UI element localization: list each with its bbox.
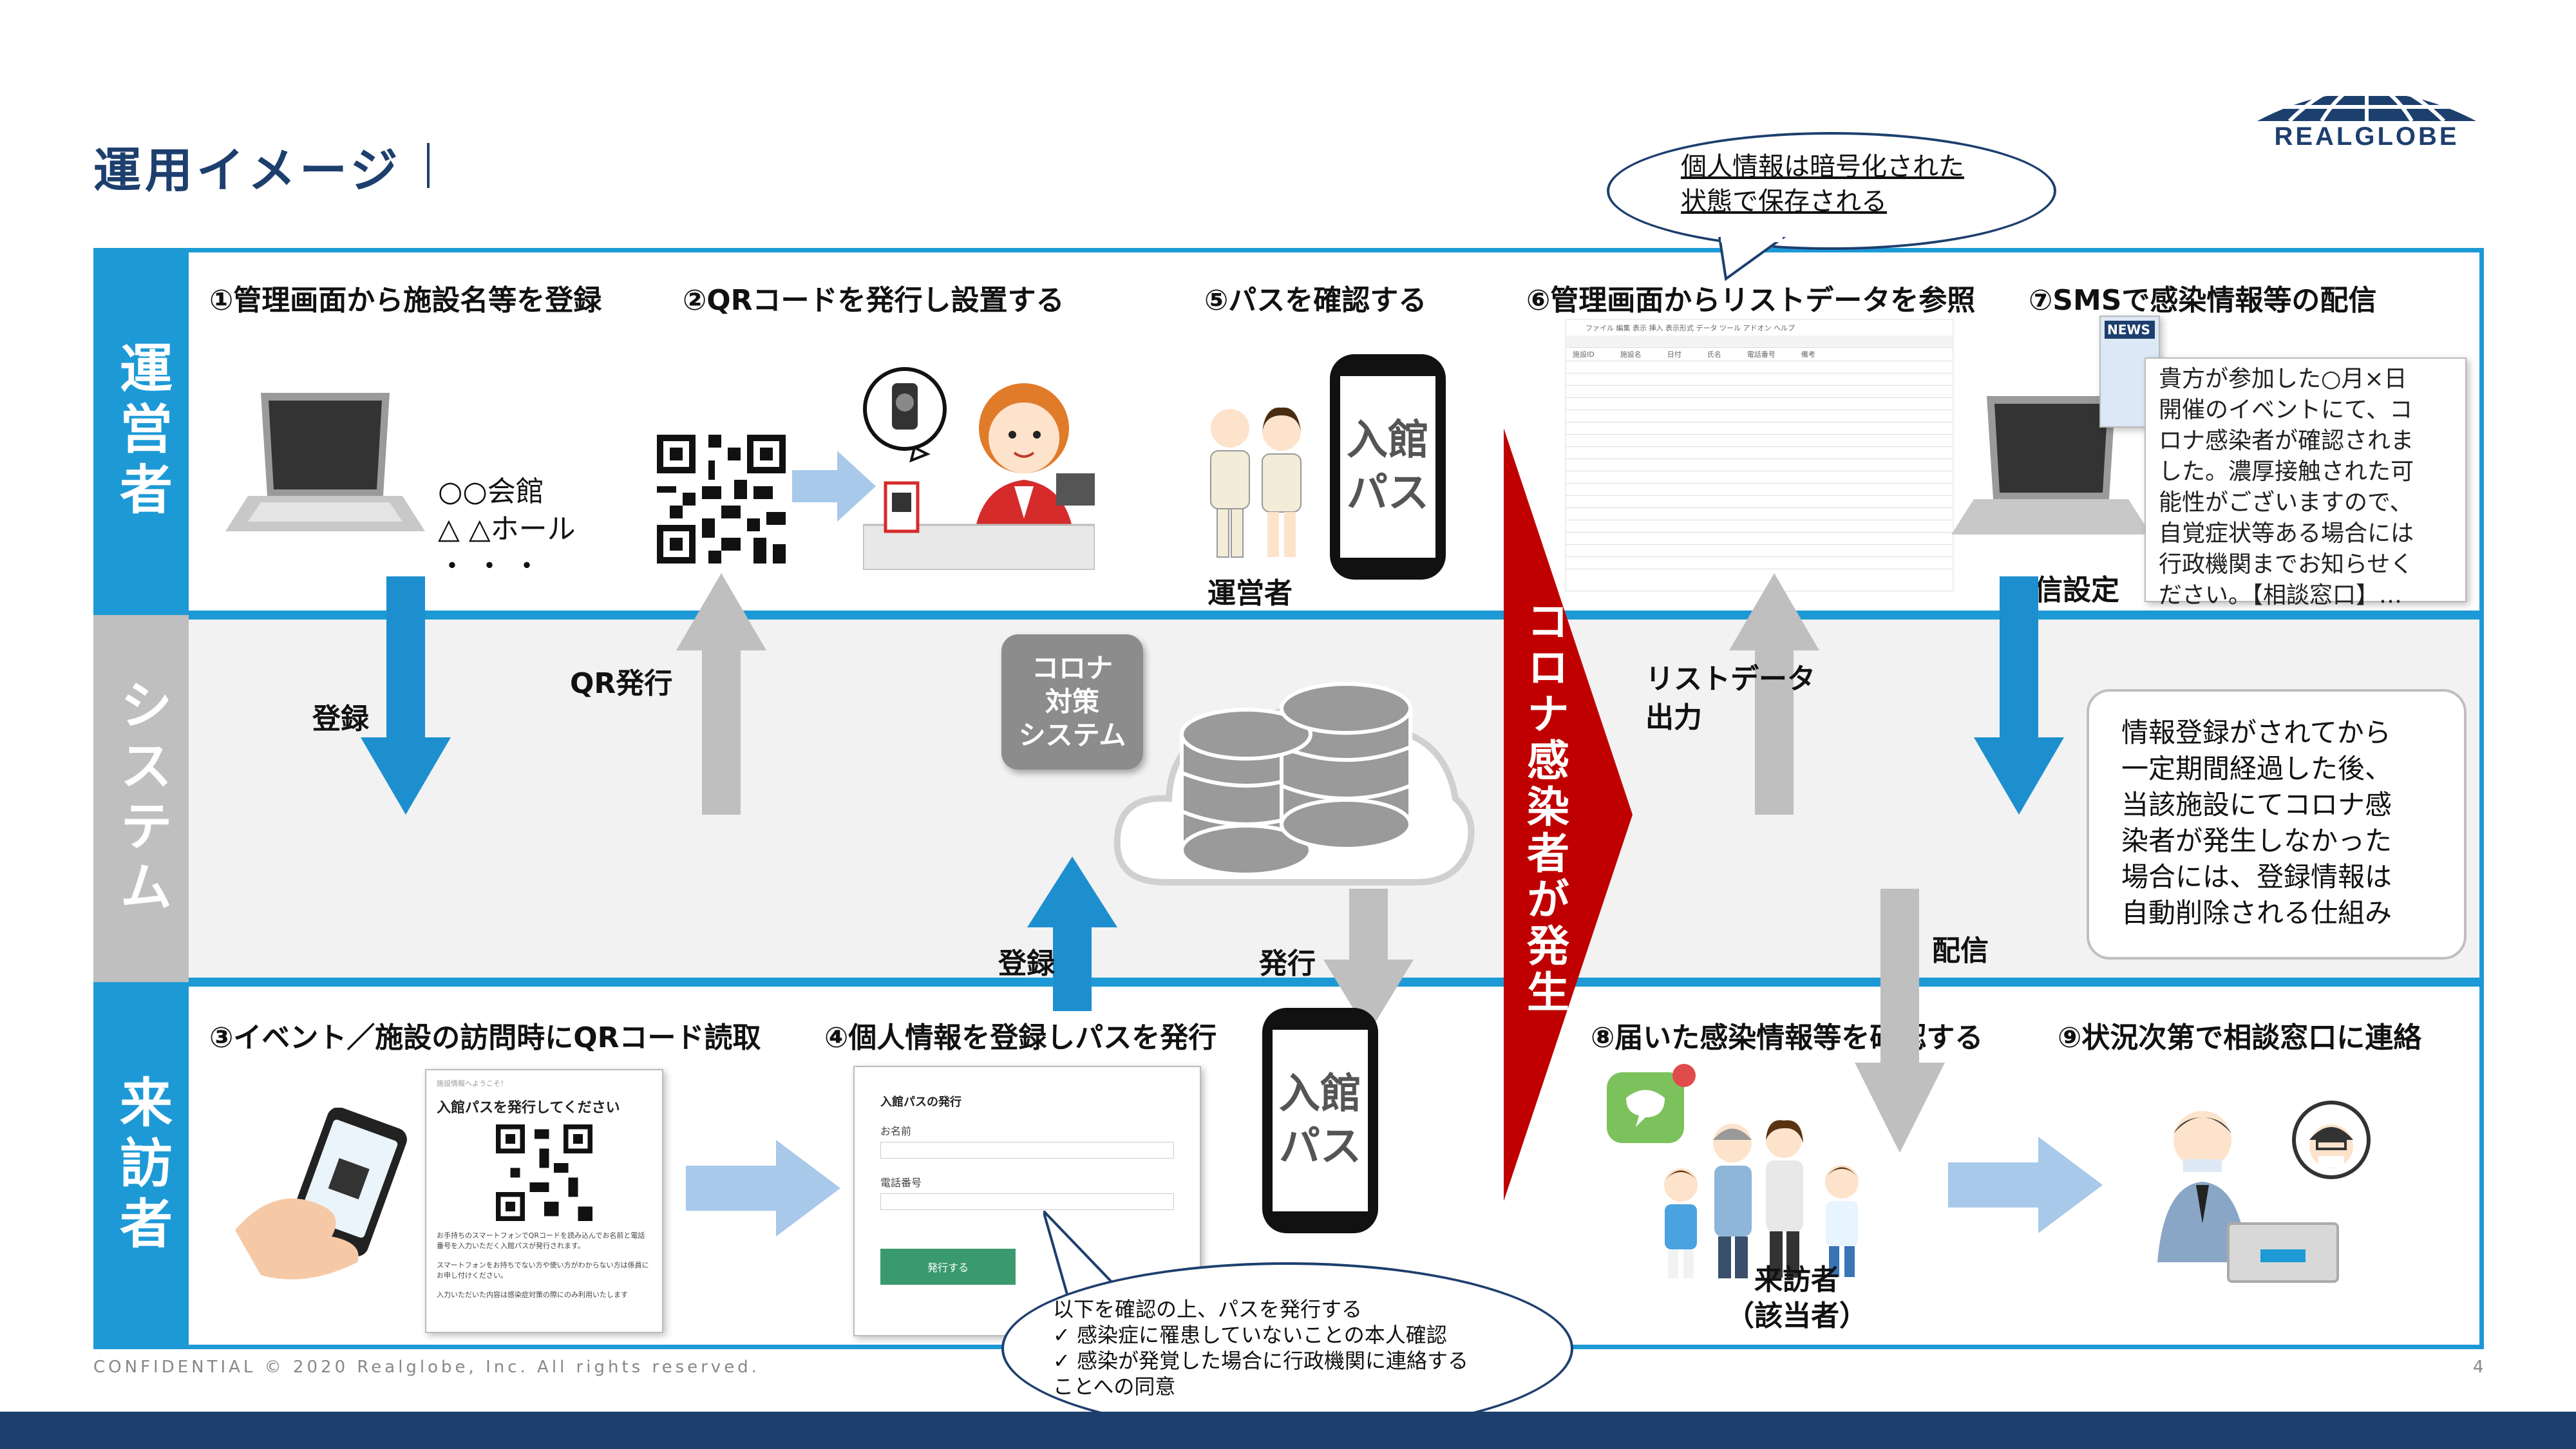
realglobe-logo: REALGLOBE [2251,76,2483,151]
corona-outbreak-text: コロナ感染者が発生 [1520,599,1569,1016]
form-qr-body3: 入力いただいた内容は感染症対策の際にのみ利用いたします [437,1291,628,1299]
facility-item: △ △ホール [438,513,576,545]
form-pass-name-label: お名前 [880,1125,912,1137]
qr-code-icon [657,435,786,564]
pass-phone-visitor: 入館パス [1262,1008,1378,1233]
step-4: ④個人情報を登録しパスを発行 [824,1021,1217,1054]
step-1: ①管理画面から施設名等を登録 [209,284,602,317]
globe-logo-icon [2257,79,2476,123]
deliver-label: 配信 [1932,934,1989,967]
register-arrow-down [361,576,451,815]
phone-input[interactable] [880,1193,1174,1210]
title-divider [427,143,430,188]
hand-phone-qr-icon [235,1108,407,1280]
spreadsheet-preview: ファイル 編集 表示 挿入 表示形式 データ ツール アドオン ヘルプ 施設ID… [1565,319,1954,592]
notice-text: 貴方が参加した○月×日開催のイベントにて、コロナ感染者が確認されました。濃厚接触… [2159,366,2414,609]
sms-laptop-icon [1951,396,2151,535]
arrow-right-icon [1948,1137,2103,1233]
encrypt-callout [1607,132,2056,250]
visitor-family-icon [1664,1120,1859,1278]
step-3: ③イベント／施設の訪問時にQRコード読取 [209,1021,761,1054]
form-pass-phone-label: 電話番号 [880,1177,922,1189]
facility-list: ○○会館 △ △ホール ・ ・ ・ [438,473,576,585]
visitor-person-label: 来訪者（該当者） [1726,1264,1868,1332]
row-label-visitor: 来訪者 [93,982,189,1349]
issue-label: 発行 [1259,947,1316,980]
row-label-system: システム [93,615,189,982]
bottom-bar [0,1412,2576,1449]
news-badge: NEWS [2105,321,2155,339]
corona-system-badge: コロナ対策システム [1001,634,1143,770]
page-number: 4 [2473,1358,2484,1377]
laptop-icon [225,393,425,531]
step-7: ⑦SMSで感染情報等の配信 [2029,284,2377,317]
list-output-label: リストデータ出力 [1645,663,1815,734]
callout-tail [1718,237,1786,281]
register-label: 登録 [312,703,369,735]
pass-text: 入館パス [1347,417,1429,517]
issue-arrow-down [1323,889,1414,1034]
page-title: 運用イメージ [93,143,402,198]
register-up-label: 登録 [998,947,1055,980]
logo-text: REALGLOBE [2274,122,2459,151]
step-2: ②QRコードを発行し設置する [683,284,1065,317]
form-qr-title: 入館パスを発行してください [437,1100,620,1116]
form-qr-header: 施設情報へようこそ！ [437,1079,507,1088]
reception-staff-icon [863,367,1095,570]
corona-outbreak-banner [1504,428,1633,1201]
auto-delete-note: 情報登録がされてから一定期間経過した後、当該施設にてコロナ感 染者が発生しなかっ… [2087,689,2467,960]
arrow-right-icon [792,451,876,522]
operator-staff-icon [1210,407,1302,558]
form-qr-body1: お手持ちのスマートフォンでQRコードを読み込んでお名前と電話番号を入力いただく入… [437,1231,645,1250]
step-5: ⑤パスを確認する [1204,284,1427,317]
consultation-call-icon [2157,1101,2371,1283]
facility-item: ○○会館 [438,475,544,508]
facility-item: ・ ・ ・ [438,550,541,583]
deliver-gray-arrow-down [1855,889,1945,1153]
row-label-operator: 運営者 [93,248,189,615]
form-pass-title: 入館パスの発行 [880,1095,961,1109]
qr-issue-arrow-up [676,573,766,815]
list-output-arrow-up [1729,573,1819,815]
pass-text: 入館パス [1279,1070,1361,1171]
form-qr-code-icon [496,1124,592,1221]
name-input[interactable] [880,1142,1174,1159]
qr-issue-label: QR発行 [570,667,673,700]
step-9: ⑨状況次第で相談窓口に連絡 [2058,1021,2422,1054]
notice-card: 貴方が参加した○月×日開催のイベントにて、コロナ感染者が確認されました。濃厚接触… [2145,357,2467,609]
register-arrow-up [1027,857,1117,1011]
deliver-arrow-down [1974,576,2064,815]
consent-callout-text: 以下を確認の上、パスを発行する✓ 感染症に罹患していないことの本人確認✓ 感染が… [1053,1297,1468,1399]
qr-form-card: 施設情報へようこそ！ 入館パスを発行してください お手持ちのスマートフォンでQR… [425,1069,663,1333]
cloud-database-icon [1113,682,1475,886]
step-6: ⑥管理画面からリストデータを参照 [1526,284,1976,317]
chat-notification-icon [1607,1064,1696,1143]
pass-phone-operator: 入館パス [1330,354,1446,580]
issue-pass-button[interactable]: 発行する [880,1249,1016,1285]
sheet-menu: ファイル 編集 表示 挿入 表示形式 データ ツール アドオン ヘルプ [1586,324,1795,332]
encrypt-callout-text: 個人情報は暗号化された状態で保存される [1681,152,1964,216]
arrow-right-icon [686,1140,840,1236]
footer-confidential: CONFIDENTIAL © 2020 Realglobe, Inc. All … [93,1358,760,1377]
operator-person-label: 運営者 [1208,577,1293,610]
consent-callout [1001,1262,1573,1435]
form-qr-body2: スマートフォンをお持ちでない方や使い方がわからない方は係員にお申し付けください。 [437,1261,649,1280]
